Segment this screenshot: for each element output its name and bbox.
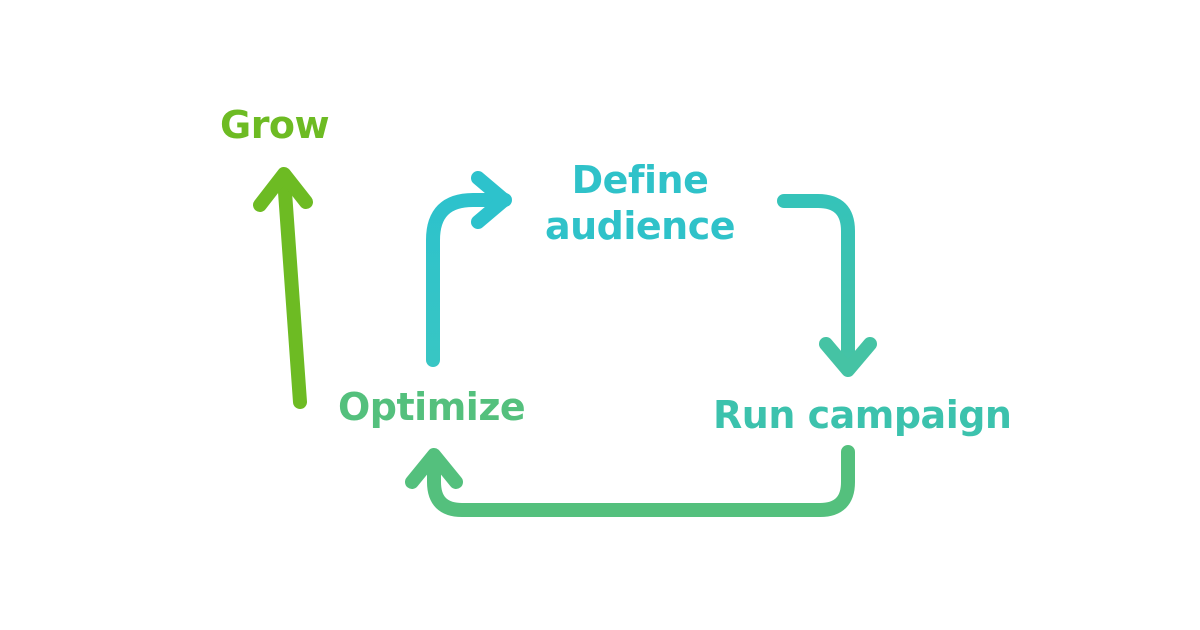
- arrow-define-to-run-shaft: [777, 194, 855, 375]
- arrow-optimize-to-define: [426, 171, 512, 367]
- grow-label: Grow: [220, 103, 330, 147]
- arrow-run-to-optimize: [405, 445, 855, 517]
- optimize-label: Optimize: [338, 385, 526, 429]
- arrow-optimize-to-define-head: [471, 171, 511, 229]
- define-audience-label-line2: audience: [544, 204, 736, 248]
- define-audience-label-line1: Define: [571, 158, 709, 202]
- arrow-optimize-to-define-shaft: [426, 193, 512, 367]
- arrow-define-to-run: [777, 194, 877, 377]
- arrow-define-to-run-head: [819, 337, 877, 377]
- run-campaign-label: Run campaign: [713, 393, 1012, 437]
- grow-arrowhead: [253, 167, 313, 212]
- grow-arrow-shaft: [277, 171, 307, 409]
- grow-arrow: [253, 167, 313, 409]
- define-audience-label: Define audience: [540, 157, 740, 249]
- arrow-run-to-optimize-head: [405, 448, 463, 489]
- arrow-run-to-optimize-shaft: [427, 445, 855, 517]
